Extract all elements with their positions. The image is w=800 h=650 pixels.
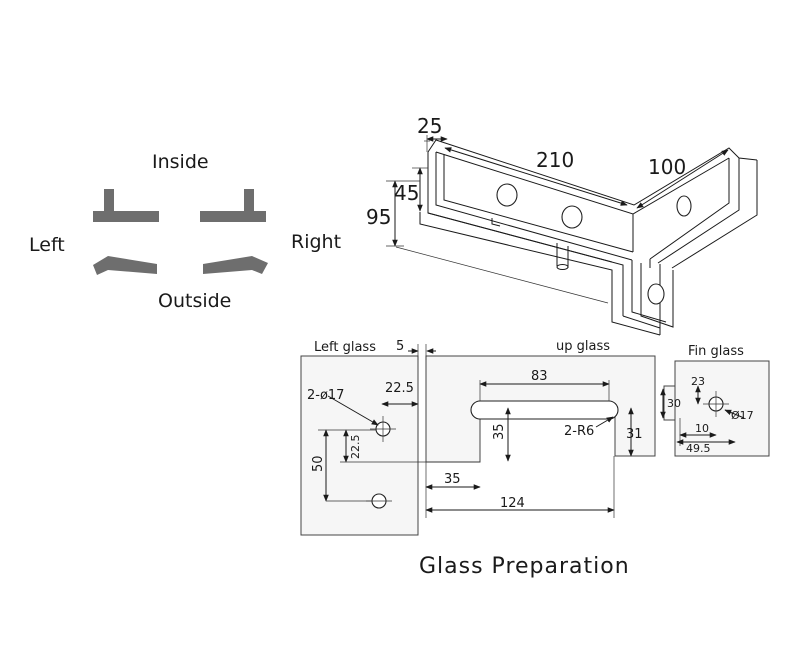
dim-35-v-label: 35	[492, 423, 507, 440]
gap-5-label: 5	[396, 339, 404, 354]
inside-left-clamp-shape	[93, 189, 159, 222]
glass-preparation: Left glass up glass Fin glass 5 2-ø17 22…	[300, 339, 770, 579]
corner-clamp-drawing: 25 210 100 45 95	[366, 114, 758, 336]
outside-label: Outside	[158, 290, 231, 312]
dim-22-5-h-label: 22.5	[385, 381, 414, 396]
dim-124-label: 124	[500, 496, 525, 511]
radius-spec-label: 2-R6	[564, 424, 594, 439]
left-hole-spec-label: 2-ø17	[307, 388, 344, 403]
dim-22-5-v-label: 22.5	[349, 435, 362, 460]
inside-label: Inside	[152, 151, 209, 173]
dim-23-label: 23	[691, 375, 705, 388]
dim-210-label: 210	[536, 148, 574, 172]
dim-83-label: 83	[531, 369, 548, 384]
dim-35-h-label: 35	[444, 472, 461, 487]
outside-right-clamp-shape	[203, 256, 268, 274]
dim-50-label: 50	[311, 455, 326, 472]
dim-30-label: 30	[667, 397, 681, 410]
left-glass-label: Left glass	[314, 340, 376, 355]
up-glass-label: up glass	[556, 339, 610, 354]
dim-25-label: 25	[417, 114, 442, 138]
dim-31-label: 31	[626, 427, 643, 442]
dim-45-label: 45	[394, 181, 419, 205]
clamp-hole-2	[561, 205, 583, 229]
clamp-hole-1	[496, 183, 518, 207]
dim-10-label: 10	[695, 422, 709, 435]
right-label: Right	[291, 231, 341, 253]
glass-preparation-title: Glass Preparation	[419, 554, 630, 579]
fin-glass-label: Fin glass	[688, 344, 744, 359]
dim-49-5-label: 49.5	[686, 442, 711, 455]
clamp-hole-4	[647, 283, 665, 305]
orientation-diagram: Inside Left Right Outside	[29, 151, 341, 312]
left-glass-panel	[300, 355, 419, 536]
left-label: Left	[29, 234, 65, 256]
dim-95-label: 95	[366, 205, 391, 229]
outside-left-clamp-shape	[93, 256, 157, 275]
inside-right-clamp-shape	[200, 189, 266, 222]
fin-hole-spec-label: Ø17	[731, 409, 754, 422]
dim-100-label: 100	[648, 155, 686, 179]
up-glass-slot	[470, 400, 619, 420]
clamp-hole-3	[676, 195, 692, 217]
